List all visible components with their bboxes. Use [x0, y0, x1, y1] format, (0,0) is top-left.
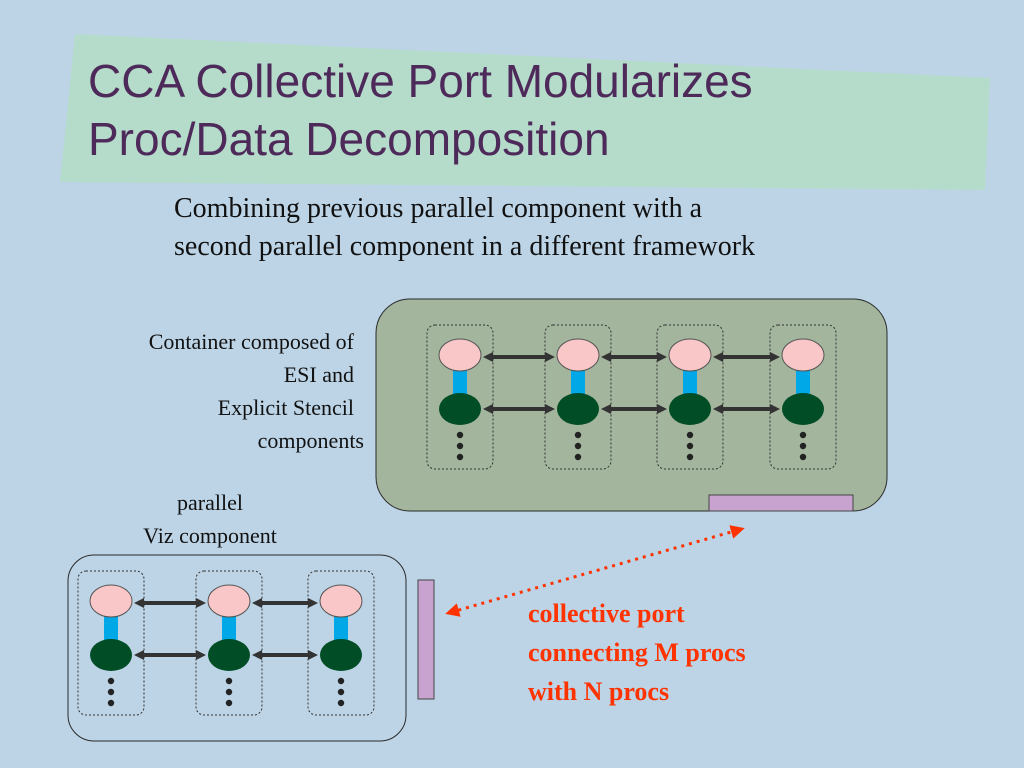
- viz-proc-2-dot-1: [225, 677, 233, 685]
- container-proc-3-dot-1: [686, 431, 694, 439]
- container-label-line-1: Container composed of: [148, 329, 354, 354]
- container-label: Container composed of ESI and Explicit S…: [44, 325, 364, 457]
- viz-proc-2-bottom-node: [208, 639, 250, 671]
- container-proc-1-bottom-node: [439, 393, 481, 425]
- container-label-line-4: components: [257, 428, 364, 453]
- viz-proc-2-top-node: [207, 584, 251, 618]
- viz-proc-1-link: [104, 611, 118, 641]
- container-collective-port: [708, 494, 854, 512]
- viz-collective-port: [417, 579, 435, 700]
- container-proc-1-link: [453, 365, 467, 395]
- viz-proc-2-dot-2: [225, 688, 233, 696]
- viz-label-line-2: Viz component: [143, 523, 277, 548]
- viz-proc-3-dot-2: [337, 688, 345, 696]
- viz-proc-1-dot-2: [107, 688, 115, 696]
- viz-label-line-1: parallel: [177, 490, 243, 515]
- viz-proc-1-bottom-node: [90, 639, 132, 671]
- container-proc-3-link: [683, 365, 697, 395]
- container-proc-3-top-node: [668, 338, 712, 372]
- port-label-line-2: connecting M procs: [528, 638, 746, 667]
- viz-proc-3-dot-3: [337, 699, 345, 707]
- container-proc-2-frame: [544, 324, 612, 470]
- esi-stencil-container: [375, 298, 888, 512]
- container-proc-3-dot-3: [686, 453, 694, 461]
- subtitle-line-2: second parallel component in a different…: [174, 231, 756, 262]
- port-label-line-3: with N procs: [528, 677, 670, 706]
- container-proc-4-bottom-node: [782, 393, 824, 425]
- page-title: CCA Collective Port Modularizes Proc/Dat…: [88, 52, 988, 168]
- viz-proc-3-bottom-node: [320, 639, 362, 671]
- collective-port-connection-arrow: [445, 525, 745, 617]
- container-label-line-2: ESI and: [283, 362, 354, 387]
- viz-component: [67, 554, 435, 742]
- port-label: collective port connecting M procs with …: [528, 594, 828, 711]
- container-proc-1-dot-3: [456, 453, 464, 461]
- viz-proc-2-link: [222, 611, 236, 641]
- viz-label: parallel Viz component: [100, 486, 320, 552]
- title-banner: [60, 34, 990, 190]
- container-proc-1-frame: [426, 324, 494, 470]
- container-proc-4-dot-2: [799, 442, 807, 450]
- container-proc-2-bottom-node: [557, 393, 599, 425]
- container-proc-2-top-node: [556, 338, 600, 372]
- container-proc-2-dot-2: [574, 442, 582, 450]
- viz-proc-1-top-node: [89, 584, 133, 618]
- container-proc-1-top-node: [438, 338, 482, 372]
- viz-proc-3-link: [334, 611, 348, 641]
- viz-proc-3-dot-1: [337, 677, 345, 685]
- viz-proc-1-frame: [77, 570, 145, 716]
- container-label-line-3: Explicit Stencil: [217, 395, 354, 420]
- container-proc-2-dot-1: [574, 431, 582, 439]
- container-proc-4-dot-3: [799, 453, 807, 461]
- container-proc-4-top-node: [781, 338, 825, 372]
- subtitle-line-1: Combining previous parallel component wi…: [174, 193, 703, 224]
- viz-proc-2-dot-3: [225, 699, 233, 707]
- title-line-1: CCA Collective Port Modularizes: [88, 55, 753, 107]
- container-proc-2-link: [571, 365, 585, 395]
- container-proc-4-link: [796, 365, 810, 395]
- viz-proc-3-frame: [307, 570, 375, 716]
- port-label-line-1: collective port: [528, 599, 685, 628]
- subtitle: Combining previous parallel component wi…: [174, 190, 934, 266]
- viz-proc-3-top-node: [319, 584, 363, 618]
- viz-proc-2-frame: [195, 570, 263, 716]
- viz-box: [67, 554, 407, 742]
- container-proc-1-dot-1: [456, 431, 464, 439]
- viz-proc-1-dot-1: [107, 677, 115, 685]
- title-line-2: Proc/Data Decomposition: [88, 113, 610, 165]
- container-proc-4-dot-1: [799, 431, 807, 439]
- container-proc-3-dot-2: [686, 442, 694, 450]
- container-proc-4-frame: [769, 324, 837, 470]
- container-proc-2-dot-3: [574, 453, 582, 461]
- container-proc-3-bottom-node: [669, 393, 711, 425]
- container-proc-1-dot-2: [456, 442, 464, 450]
- viz-proc-1-dot-3: [107, 699, 115, 707]
- container-proc-3-frame: [656, 324, 724, 470]
